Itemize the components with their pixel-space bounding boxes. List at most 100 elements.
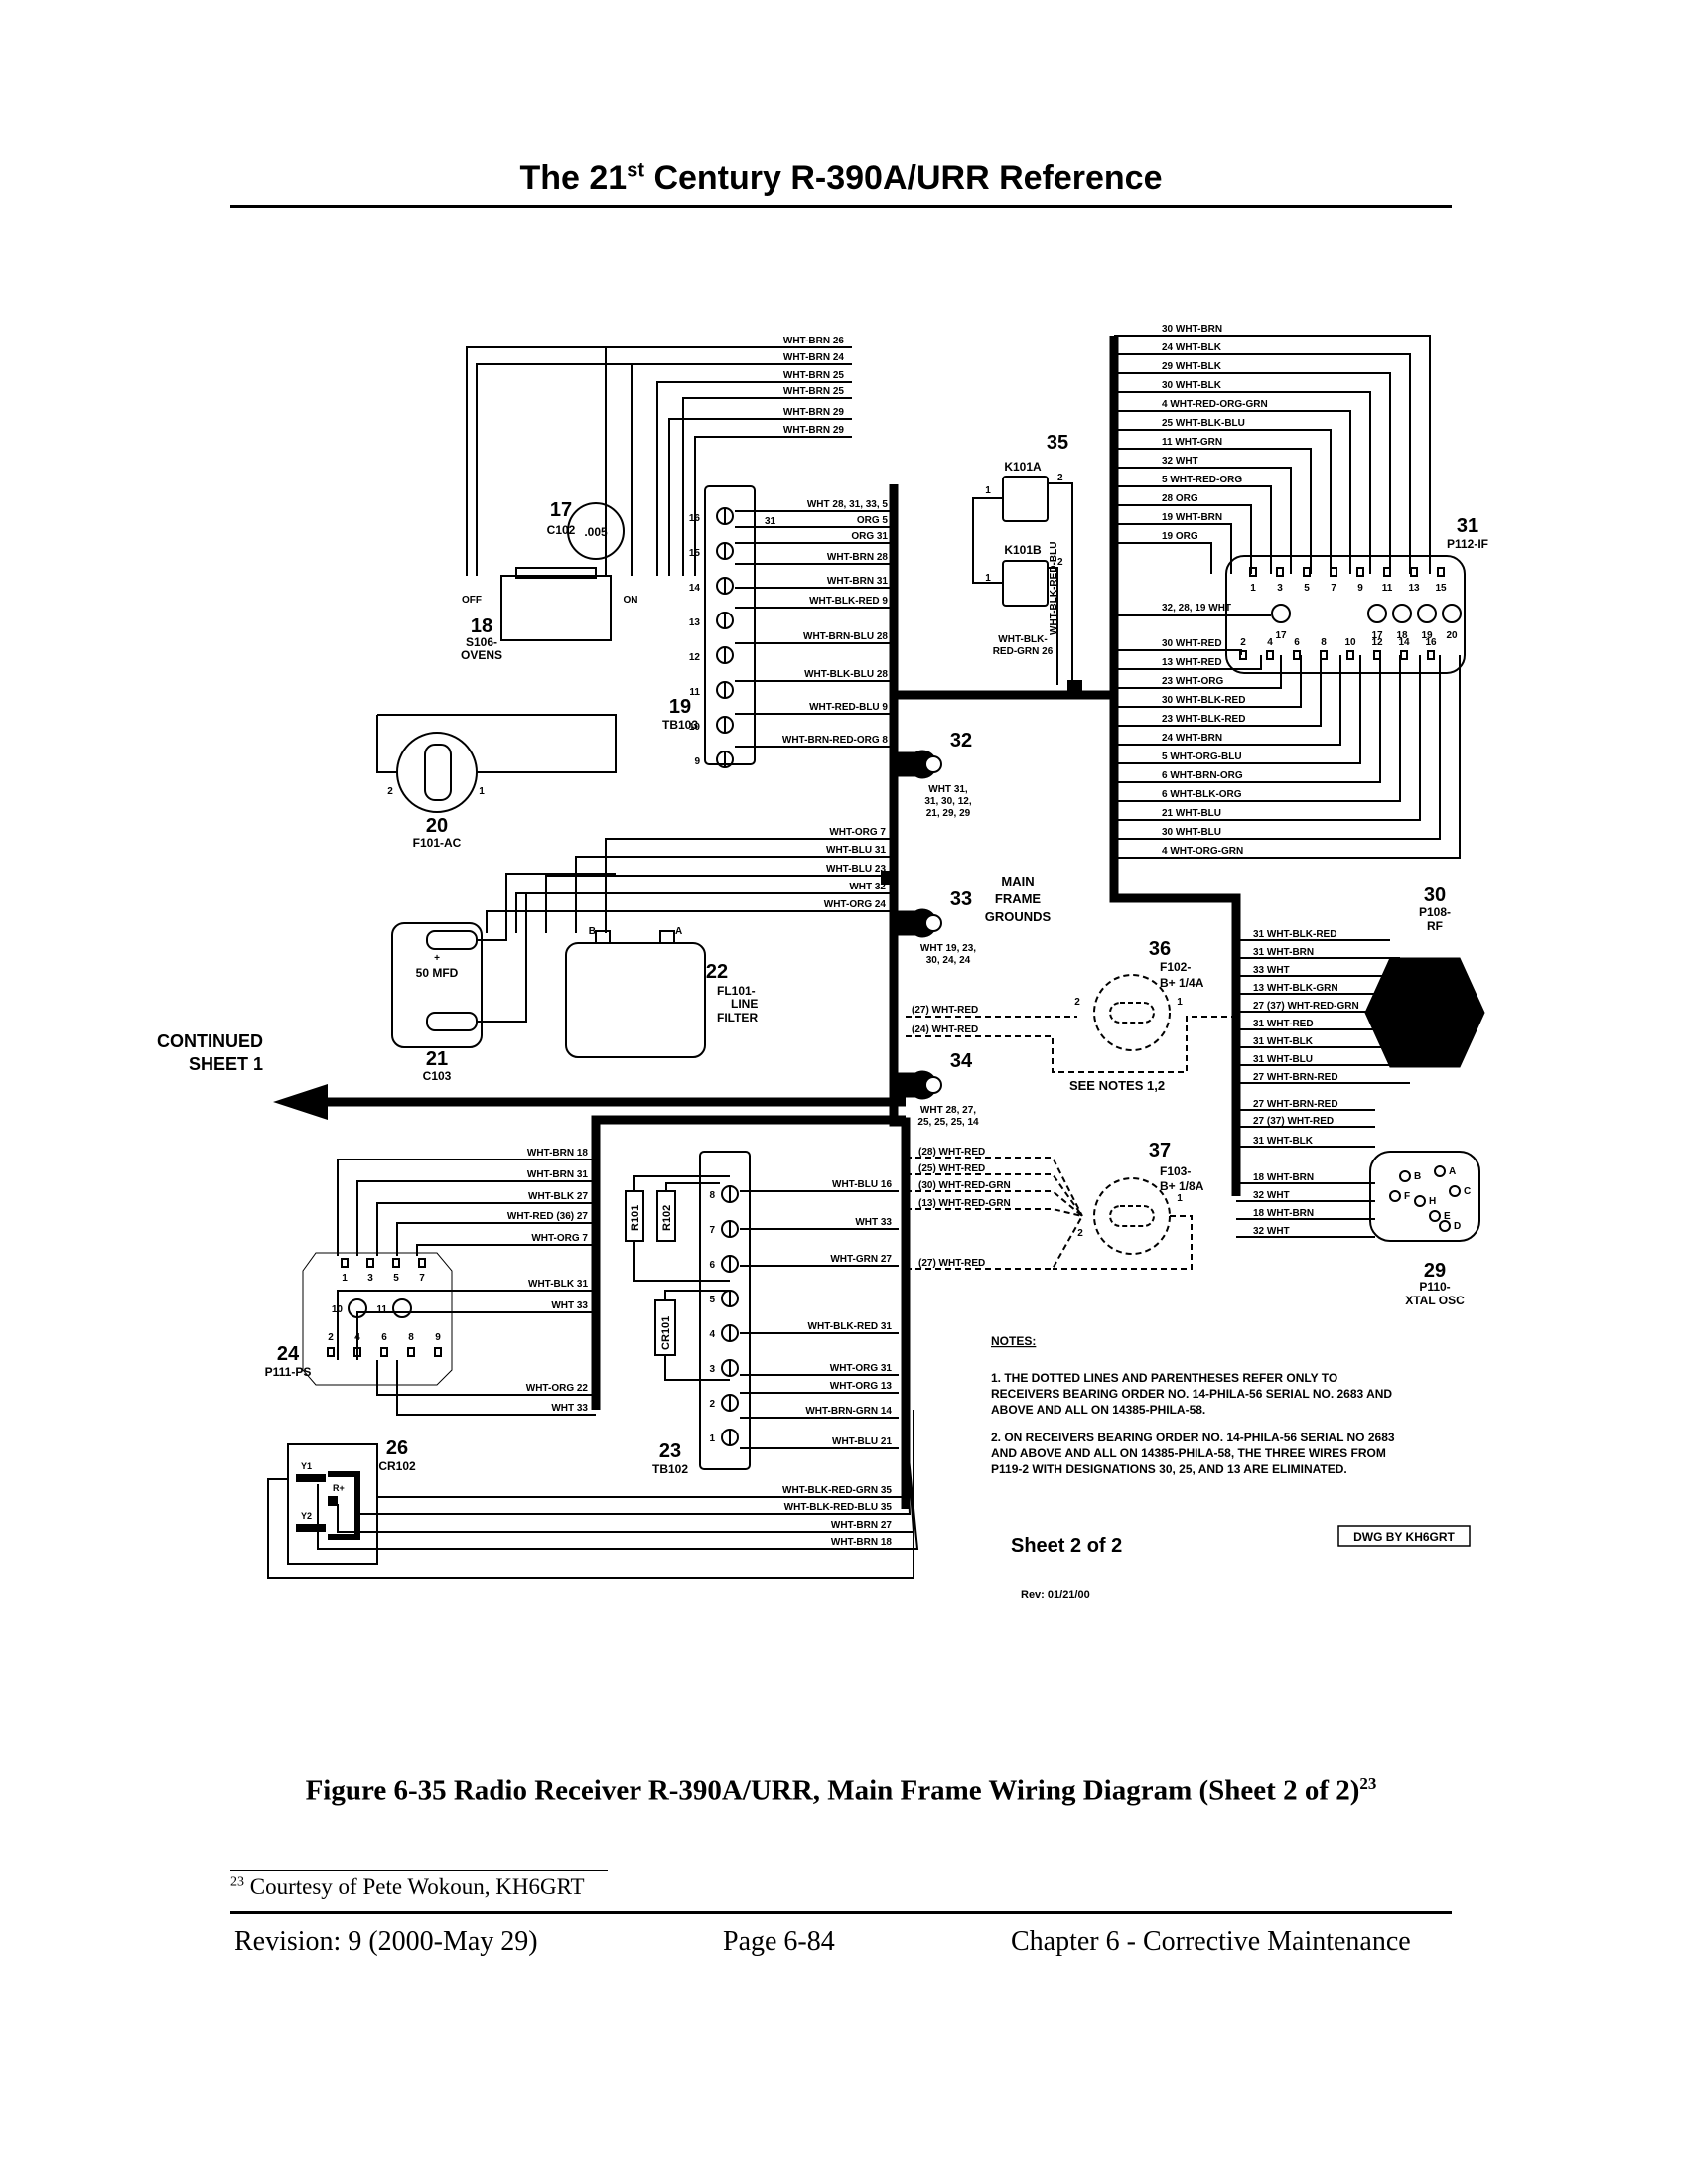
wire-bottom [376, 1410, 907, 1544]
wire-right-top [1114, 542, 1212, 574]
wire-r102 [665, 1182, 720, 1191]
component-17-number: 17 [550, 499, 572, 521]
tb103-terminal-number: 13 [689, 617, 701, 628]
p110-pin [1399, 1170, 1411, 1182]
p111-pin [327, 1347, 335, 1357]
wire-label-f103: (27) WHT-RED [918, 1258, 985, 1269]
wire-right-bottom [1114, 655, 1421, 821]
f102-pin: 2 [1074, 997, 1080, 1008]
component-35-number: 35 [1047, 432, 1068, 454]
wire-right-top [1114, 410, 1351, 574]
p110-pin [1439, 1220, 1451, 1232]
component-36-ref: F102- [1160, 960, 1191, 974]
p112-pin-large [1367, 604, 1387, 623]
component-21-ref: C103 [423, 1069, 452, 1083]
wire-label-p110: 31 WHT-BLK [1253, 1136, 1314, 1147]
wire-label-p111: WHT-BLK 31 [528, 1279, 588, 1290]
ground-lug-33-wire-label: 30, 24, 24 [926, 955, 971, 966]
wire-f101-left [376, 715, 397, 773]
note-1-line: ABOVE AND ALL ON 14385-PHILA-58. [991, 1403, 1205, 1417]
connector-p110 [1369, 1151, 1480, 1242]
harness-trunk [889, 484, 911, 1509]
component-29-ref: P110- [1419, 1280, 1450, 1294]
component-19-number: 19 [669, 696, 691, 718]
continued-sheet-label: SHEET 1 [189, 1054, 263, 1074]
component-30-ref: P108- [1419, 905, 1451, 919]
p110-pin-label: F [1404, 1191, 1410, 1202]
p111-pin-number: 5 [393, 1273, 399, 1284]
p112-pin-number: 10 [1344, 637, 1356, 648]
wire-label-tb103: WHT-BRN 28 [827, 552, 889, 563]
relay-k101a [1002, 476, 1049, 522]
note-2-line: 2. ON RECEIVERS BEARING ORDER NO. 14-PHI… [991, 1431, 1395, 1444]
tb102-terminal-screw [721, 1324, 739, 1342]
p111-pin [341, 1258, 349, 1268]
revision-date: Rev: 01/21/00 [1021, 1589, 1090, 1601]
p112-pin [1266, 650, 1274, 660]
tb103-terminal-number: 9 [694, 756, 700, 767]
footer-rule [230, 1911, 1452, 1914]
wire-label-right-top: 19 WHT-BRN [1162, 512, 1222, 523]
main-frame-grounds-label: GROUNDS [985, 909, 1052, 924]
k101-pin: 1 [985, 573, 991, 584]
wire-label-f103: (13) WHT-RED-GRN [918, 1198, 1011, 1209]
relay-ground-lug [1067, 680, 1082, 695]
wire-label-p111: WHT 33 [551, 1403, 588, 1414]
p108-pin [1459, 1012, 1471, 1024]
f103-pin: 1 [1177, 1193, 1183, 1204]
wire-label-left-mid: WHT-ORG 24 [824, 899, 887, 910]
component-22-number: 22 [706, 961, 728, 983]
p112-pin-number: 3 [1277, 583, 1283, 594]
wire-r101 [633, 1175, 730, 1191]
component-22-ref: FL101- [717, 984, 756, 998]
wire-top-left [694, 436, 852, 576]
tb103-terminal-screw [716, 542, 734, 560]
component-37-ref: F103- [1160, 1164, 1191, 1178]
p110-pin-label: H [1429, 1196, 1436, 1207]
p111-pin-large [348, 1298, 367, 1318]
p111-pin [366, 1258, 374, 1268]
continued-label: CONTINUED [157, 1031, 263, 1051]
p111-pin-number: 3 [367, 1273, 373, 1284]
wire-f103-dashed [906, 1173, 1083, 1217]
wire-top-left [656, 381, 852, 576]
wire-label-left-mid: WHT-ORG 7 [829, 827, 886, 838]
wire-label-right-bottom: 5 WHT-ORG-BLU [1162, 751, 1242, 762]
wire-label-right-top: 30 WHT-BRN [1162, 324, 1222, 335]
ground-lug-34-wire-label: 25, 25, 25, 14 [917, 1117, 979, 1128]
wire-right-top [1114, 448, 1312, 574]
p112-pin-large [1392, 604, 1412, 623]
wire-label-p110: 32 WHT [1253, 1190, 1290, 1201]
component-20-ref: F101-AC [413, 836, 462, 850]
wire-label-right-bottom: 21 WHT-BLU [1162, 808, 1221, 819]
wire-label-left-mid: WHT-BLU 31 [826, 845, 886, 856]
p108-pin-label: C [1453, 1040, 1460, 1051]
wire-right-bottom [1114, 655, 1381, 783]
p108-pin [1424, 977, 1436, 989]
tb102-terminal-screw [721, 1359, 739, 1377]
wire-label-right-bottom: 24 WHT-BRN [1162, 733, 1222, 744]
wire-p111 [356, 1311, 596, 1360]
wire-label-top-left: WHT-BRN 29 [783, 425, 845, 436]
tb102-terminal-number: 1 [709, 1433, 715, 1444]
p110-pin [1434, 1165, 1446, 1177]
component-23-ref: TB102 [652, 1462, 688, 1476]
wire-right-bottom [1114, 655, 1361, 764]
component-26-ref: CR102 [378, 1459, 416, 1473]
fuse-holder-f101 [396, 732, 478, 813]
p108-pin-label: D [1463, 1025, 1470, 1036]
p112-pin [1437, 567, 1445, 577]
wire-f103-dashed [906, 1190, 1083, 1217]
sheet-label: Sheet 2 of 2 [1011, 1535, 1122, 1557]
component-19-ref: TB103 [662, 718, 698, 732]
p108-pin [1424, 1036, 1436, 1048]
wire-label-top-left: WHT-BRN 25 [783, 370, 845, 381]
wire-label-f102: (27) WHT-RED [912, 1005, 978, 1016]
component-36-number: 36 [1149, 938, 1171, 960]
tb103-terminal-number: 12 [689, 652, 701, 663]
wire-left-mid [515, 892, 894, 933]
p112-pin-number: 16 [1425, 637, 1437, 648]
wire-right-top [1114, 353, 1411, 574]
drawing-credit-box [1337, 1525, 1471, 1547]
